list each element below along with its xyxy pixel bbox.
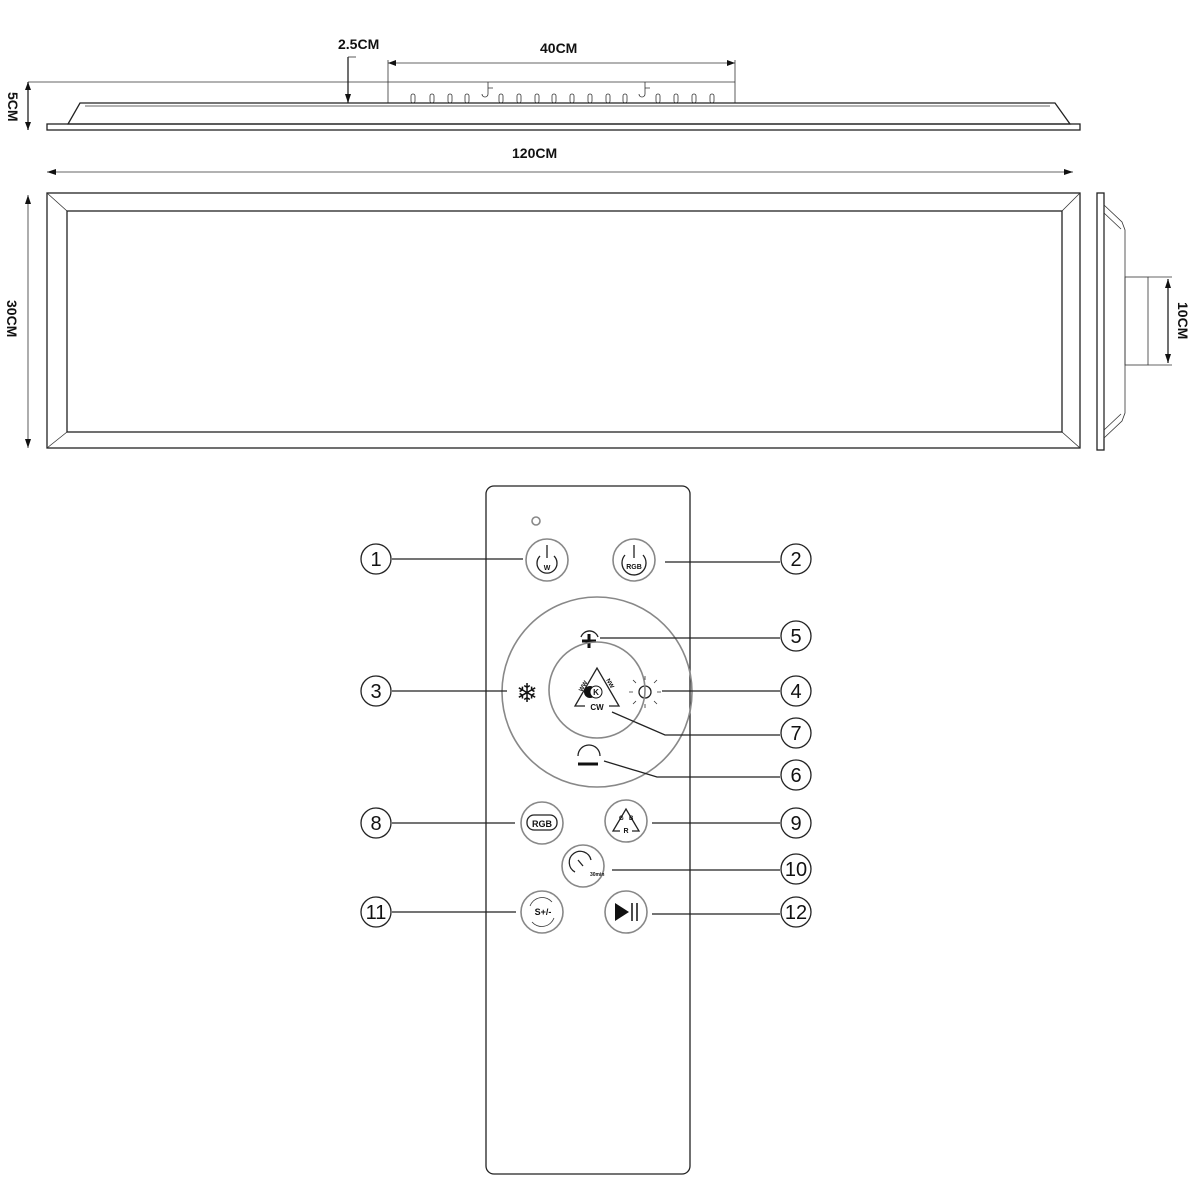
callout-number: 11: [366, 902, 387, 924]
svg-text:B: B: [629, 816, 634, 822]
callout-circle: [360, 807, 392, 839]
callout-number: 6: [790, 765, 801, 787]
callout-circle: [780, 759, 812, 791]
svg-text:30min: 30min: [590, 872, 604, 878]
vent-slot: [622, 93, 628, 104]
speed-button[interactable]: S+/-: [520, 890, 564, 934]
callout-2: 2: [780, 543, 812, 575]
callout-6: 6: [780, 759, 812, 791]
rgb-cycle-button[interactable]: RGB: [520, 801, 564, 845]
dim-length: 120CM: [512, 145, 557, 161]
callout-number: 9: [790, 813, 801, 835]
cool-light-button[interactable]: ❄: [516, 678, 538, 708]
vent-slot: [569, 93, 575, 104]
power-white-button[interactable]: W: [525, 538, 569, 582]
svg-text:RGB: RGB: [626, 564, 642, 571]
vent-slot: [429, 93, 435, 104]
callout-number: 10: [785, 859, 807, 881]
leader-lines: [392, 558, 780, 915]
callout-number: 2: [790, 549, 801, 571]
callout-circle: [780, 717, 812, 749]
control-ring: [501, 596, 693, 788]
dim-mount-width: 40CM: [540, 40, 577, 56]
vent-slot: [447, 93, 453, 104]
callout-1: 1: [360, 543, 392, 575]
callout-number: 4: [790, 681, 801, 703]
dim-height: 5CM: [5, 92, 21, 122]
timer-button[interactable]: 30min: [561, 844, 605, 888]
callout-circle: [780, 620, 812, 652]
callout-circle: [780, 543, 812, 575]
svg-text:K: K: [593, 688, 599, 697]
callout-number: 12: [785, 902, 807, 924]
vent-slot: [673, 93, 679, 104]
brightness-up-button[interactable]: [580, 630, 599, 648]
vent-slots: [410, 93, 715, 104]
vent-slot: [605, 93, 611, 104]
svg-text:NW: NW: [604, 678, 614, 690]
side-view: 2.5CM 40CM 5CM: [5, 36, 1081, 131]
dim-width: 30CM: [4, 300, 20, 337]
svg-text:R: R: [623, 828, 628, 835]
callout-4: 4: [780, 675, 812, 707]
vent-slot: [516, 93, 522, 104]
mounting-hooks: [481, 82, 650, 98]
top-view: 120CM 30CM: [4, 145, 1081, 449]
callout-3: 3: [360, 675, 392, 707]
vent-slot: [498, 93, 504, 104]
callout-number: 8: [370, 813, 381, 835]
callout-number: 5: [790, 626, 801, 648]
vent-slot: [534, 93, 540, 104]
callout-10: 10: [780, 853, 812, 885]
dim-mount-offset: 2.5CM: [338, 36, 379, 52]
callout-circle: [360, 896, 392, 928]
vent-slot: [587, 93, 593, 104]
callout-9: 9: [780, 807, 812, 839]
dim-mount-depth: 10CM: [1175, 302, 1191, 339]
vent-slot: [691, 93, 697, 104]
callout-number: 1: [370, 549, 381, 571]
callout-5: 5: [780, 620, 812, 652]
vent-slot: [410, 93, 416, 104]
callout-number: 3: [370, 681, 381, 703]
end-view: 10CM: [1096, 192, 1191, 451]
svg-text:G: G: [619, 816, 624, 822]
callout-12: 12: [780, 896, 812, 928]
remote-control: W RGB ❄ K WW NW CW: [360, 485, 812, 1175]
power-rgb-button[interactable]: RGB: [612, 538, 656, 582]
svg-text:RGB: RGB: [532, 819, 553, 829]
callout-circle: [360, 543, 392, 575]
indicator-led: [531, 516, 541, 526]
svg-text:W: W: [544, 565, 551, 572]
callout-circle: [780, 853, 812, 885]
snowflake-icon: ❄: [516, 678, 538, 708]
vent-slot: [464, 93, 470, 104]
play-pause-button[interactable]: [604, 890, 648, 934]
svg-text:S+/-: S+/-: [535, 907, 552, 917]
callout-circle: [780, 807, 812, 839]
rgb-mode-button[interactable]: G B R: [604, 799, 648, 843]
callout-circle: [360, 675, 392, 707]
callout-number: 7: [790, 723, 801, 745]
vent-slot: [709, 93, 715, 104]
callout-11: 11: [360, 896, 392, 928]
vent-slot: [551, 93, 557, 104]
svg-text:WW: WW: [579, 680, 590, 693]
brightness-down-button[interactable]: [577, 744, 601, 766]
play-pause-icon: [615, 903, 629, 921]
vent-slot: [655, 93, 661, 104]
color-temp-button[interactable]: K WW NW CW: [548, 641, 646, 739]
callout-circle: [780, 896, 812, 928]
callout-8: 8: [360, 807, 392, 839]
callout-7: 7: [780, 717, 812, 749]
svg-text:CW: CW: [590, 703, 604, 712]
callout-circle: [780, 675, 812, 707]
